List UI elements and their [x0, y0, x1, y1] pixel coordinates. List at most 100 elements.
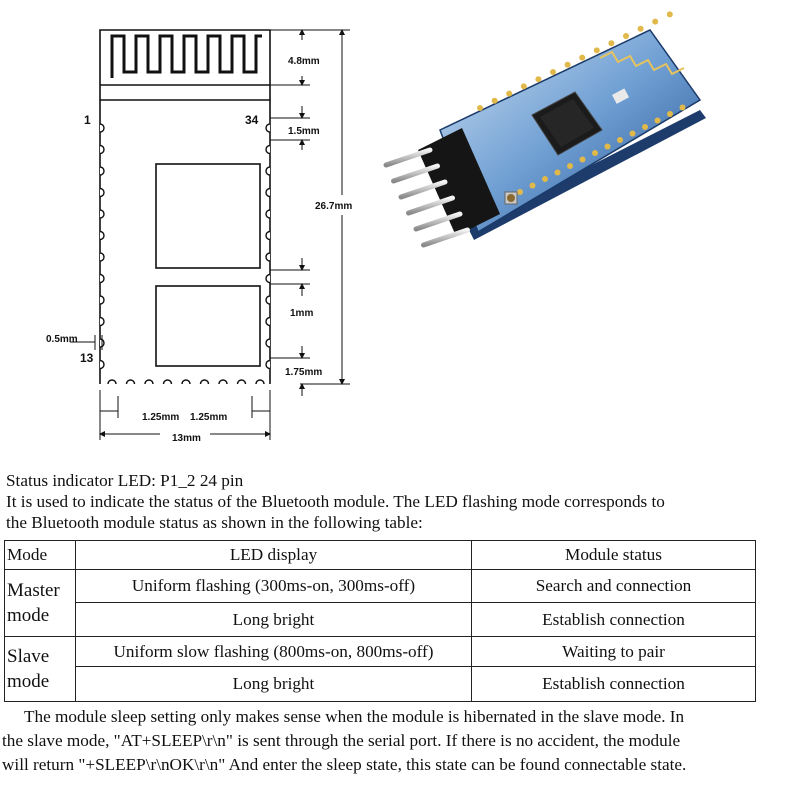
module-outline — [99, 29, 271, 384]
pin-13-label: 13 — [80, 351, 94, 365]
castellation — [265, 187, 271, 198]
table-row: Long bright — [75, 666, 472, 702]
board-pad — [666, 11, 673, 18]
mode-slave-line1: Slave — [7, 646, 50, 667]
header-pin — [406, 195, 455, 216]
castellation — [265, 230, 271, 241]
board-pad — [623, 33, 629, 39]
castellation — [162, 379, 173, 385]
pin-1-label: 1 — [84, 113, 91, 127]
castellation — [107, 379, 117, 385]
castellation — [265, 144, 271, 155]
module-drawing: 1 34 13 4.8mm 1.5m — [46, 11, 706, 444]
castellation — [99, 230, 105, 241]
board-pad — [667, 111, 673, 117]
header-pin — [413, 211, 463, 232]
board-pad — [529, 182, 536, 189]
mode-slave-line2: mode — [7, 671, 50, 692]
board-pad — [491, 97, 498, 104]
dim-bottom-margin: 1.75mm — [285, 367, 322, 378]
castellation — [99, 252, 105, 262]
board-pad — [579, 54, 586, 61]
castellated-pads — [99, 123, 271, 385]
castellation — [99, 316, 105, 327]
board-pad — [550, 69, 556, 75]
castellation — [265, 273, 271, 284]
castellation — [265, 359, 271, 370]
footer-line-1: The module sleep setting only makes sens… — [24, 707, 685, 726]
pin-34-label: 34 — [245, 113, 259, 127]
ground-pad-lower — [155, 285, 261, 367]
castellation — [99, 273, 105, 284]
header-pin — [383, 147, 433, 168]
mode-master-line2: mode — [7, 605, 50, 626]
castellation — [255, 379, 265, 385]
board-pad — [654, 117, 661, 124]
castellation — [265, 338, 271, 348]
ground-pad-upper — [155, 163, 261, 269]
dim-pitch-right: 1.25mm — [190, 412, 227, 423]
castellation — [265, 252, 271, 262]
castellation — [99, 359, 105, 370]
intro-line-2: the Bluetooth module status as shown in … — [6, 513, 423, 532]
castellation — [99, 295, 105, 305]
table-row: Long bright — [75, 602, 472, 637]
dim-pitch-left: 1.25mm — [142, 412, 179, 423]
castellation — [265, 209, 271, 219]
antenna-trace — [110, 34, 262, 78]
table-row: Uniform slow flashing (800ms-on, 800ms-o… — [75, 636, 472, 667]
castellation — [99, 144, 105, 155]
mode-master-line1: Master — [7, 580, 60, 601]
board-pad — [517, 189, 523, 195]
board-pad — [652, 18, 659, 25]
board-pad — [592, 150, 598, 156]
table-row: Establish connection — [471, 602, 756, 637]
board-pad — [520, 83, 527, 90]
board-pad — [604, 143, 611, 150]
board-pad — [637, 25, 644, 32]
board-pad — [629, 130, 636, 137]
castellation — [99, 209, 105, 219]
dim-total-height: 26.7mm — [315, 201, 352, 212]
header-pin — [391, 163, 440, 184]
board-pad — [593, 47, 600, 54]
castellation — [265, 316, 271, 327]
castellation — [218, 379, 228, 385]
dim-pin-to-edge: 1.5mm — [288, 126, 320, 137]
castellation — [181, 379, 191, 385]
dim-total-width: 13mm — [172, 433, 201, 444]
castellation — [265, 166, 271, 176]
table-row: Search and connection — [471, 569, 756, 603]
dim-antenna-height: 4.8mm — [288, 56, 320, 67]
castellation — [144, 379, 154, 385]
castellation — [265, 123, 271, 133]
dim-pad-width: 0.5mm — [46, 334, 78, 345]
intro-line-1: It is used to indicate the status of the… — [6, 492, 665, 511]
board-pad — [535, 76, 542, 83]
table-header-mode: Mode — [4, 540, 76, 570]
castellation — [199, 379, 210, 385]
header-pin — [398, 179, 448, 200]
board-pad — [617, 137, 623, 143]
mode-master: Master mode — [4, 569, 76, 637]
table-row: Uniform flashing (300ms-on, 300ms-off) — [75, 569, 472, 603]
board-pad — [608, 40, 615, 47]
header-pin — [421, 227, 470, 248]
castellation — [236, 379, 247, 385]
board-pad — [542, 176, 548, 182]
footer-line-2: the slave mode, "AT+SLEEP\r\n" is sent t… — [2, 731, 681, 750]
castellation — [125, 379, 136, 385]
status-led-heading: Status indicator LED: P1_2 24 pin — [6, 471, 244, 490]
table-header-led: LED display — [75, 540, 472, 570]
board-pad — [567, 163, 573, 169]
led-status-table: Mode LED display Module status Master mo… — [4, 540, 756, 702]
mode-slave: Slave mode — [4, 636, 76, 702]
castellation — [99, 187, 105, 198]
board-pad — [579, 156, 586, 163]
castellation — [265, 295, 271, 305]
castellation — [99, 123, 105, 133]
table-row: Waiting to pair — [471, 636, 756, 667]
board-pad — [642, 124, 648, 130]
board-pad — [564, 61, 571, 68]
board-pad — [506, 90, 513, 97]
